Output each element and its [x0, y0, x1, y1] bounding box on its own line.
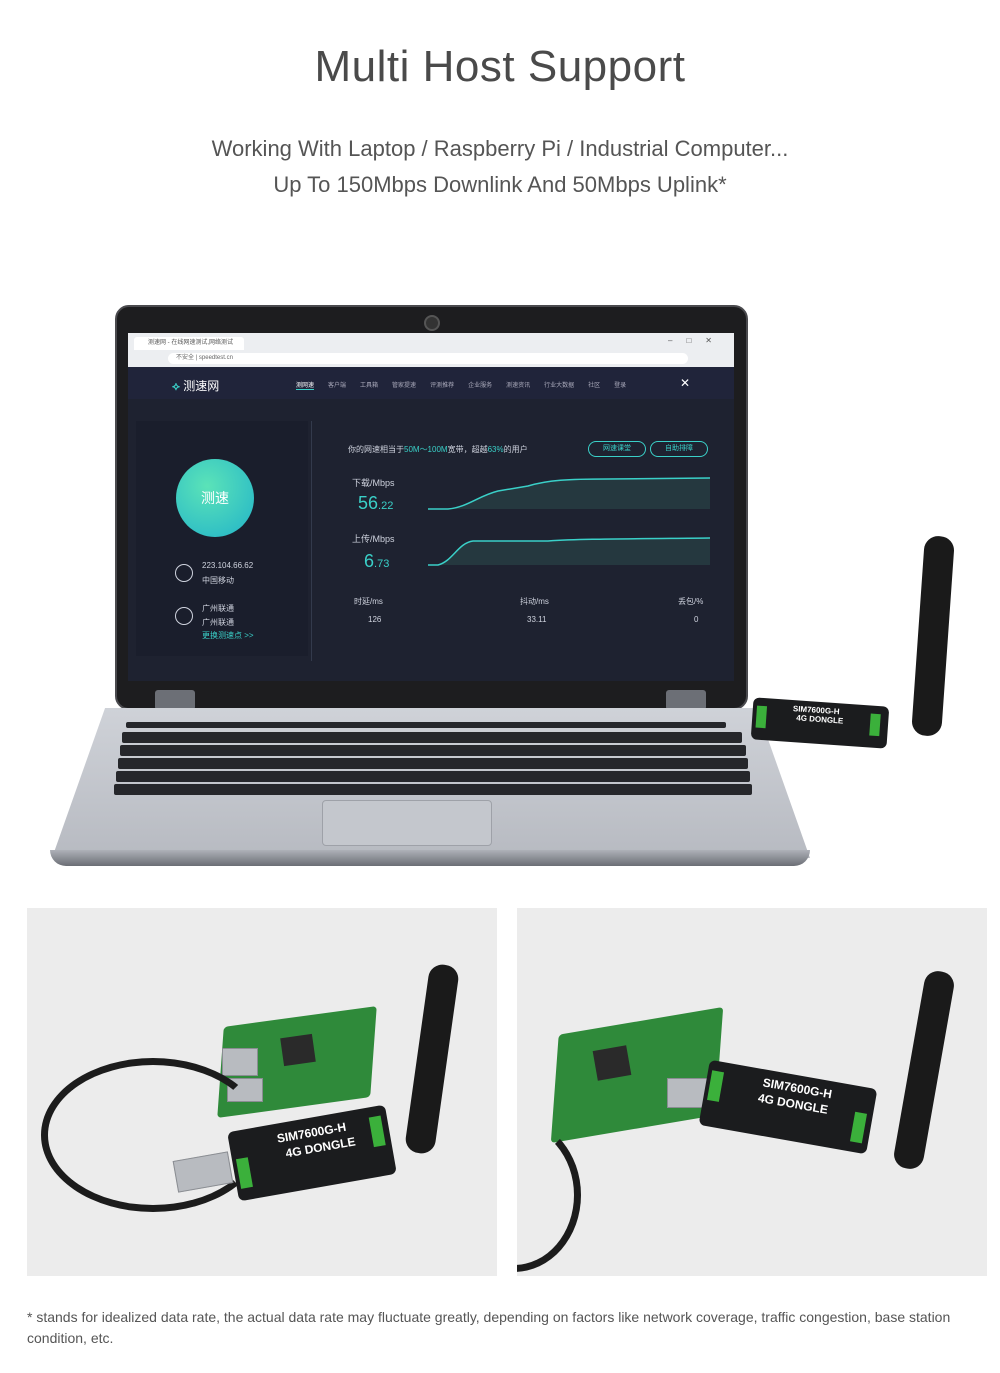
latency-value: 126	[368, 615, 382, 624]
usb-cable	[41, 1058, 265, 1212]
headline-text: 的用户	[503, 445, 528, 454]
headline-text: 宽带，超越	[447, 445, 488, 454]
logo-text: 测速网	[183, 379, 220, 393]
speed-class-button: 网速课堂	[588, 441, 646, 457]
antenna-icon	[403, 962, 461, 1156]
download-value: 56.22	[358, 493, 393, 514]
packet-loss-label: 丢包/%	[678, 597, 704, 606]
subtitle-hosts: Working With Laptop / Raspberry Pi / Ind…	[211, 136, 789, 161]
nav-item: 工具箱	[360, 383, 379, 389]
dongle-pi-2: SIM7600G-H 4G DONGLE	[698, 1059, 878, 1155]
panel-divider	[311, 421, 312, 661]
laptop-hinge	[666, 690, 706, 710]
server-isp: 广州联通	[202, 618, 234, 627]
browser-tab: 测速网 - 在线网速测试,网络测试	[134, 337, 244, 350]
nav-item: 测速资讯	[506, 383, 531, 389]
function-keys	[126, 722, 726, 728]
headline-text: 你的网速相当于	[348, 445, 404, 454]
upload-int: 6	[364, 551, 375, 571]
usb-label-bar	[755, 705, 768, 729]
address-bar: 不安全 | speedtest.cn	[168, 353, 688, 364]
speed-graphs	[428, 477, 711, 566]
nav-item: 管家提速	[392, 383, 417, 389]
nav-item: 登录	[614, 383, 627, 389]
keyboard-row	[120, 745, 746, 756]
close-icon: ✕	[680, 376, 691, 390]
isp-name: 中国移动	[202, 576, 234, 585]
packet-loss-value: 0	[694, 615, 699, 624]
footnote: * stands for idealized data rate, the ac…	[27, 1309, 951, 1346]
upload-line	[428, 537, 711, 566]
dongle-type: 4G DONGLE	[795, 713, 844, 726]
site-logo: ⟡ 测速网	[172, 377, 219, 394]
location-icon	[175, 564, 193, 582]
nav-item: 评测推荐	[430, 383, 455, 389]
ant-label-bar	[368, 1115, 386, 1148]
site-nav: 测网速 客户端 工具箱 管家提速 评测推荐 企业服务 测速资讯 行业大数据 社区 登录	[296, 380, 640, 390]
troubleshoot-button: 自助排障	[650, 441, 708, 457]
download-graph	[428, 478, 710, 509]
keyboard-row	[122, 732, 742, 743]
ant-label-bar	[869, 713, 881, 737]
laptop-touchpad	[322, 800, 492, 846]
usb-port	[222, 1048, 258, 1076]
antenna-icon	[911, 535, 955, 737]
subtitle-speed: Up To 150Mbps Downlink And 50Mbps Uplink…	[273, 172, 727, 197]
nav-item: 社区	[588, 383, 601, 389]
result-headline: 你的网速相当于50M～100M宽带，超越63%的用户	[348, 444, 528, 455]
usb-label-bar	[707, 1070, 725, 1102]
headline-range: 50M～100M	[404, 445, 448, 454]
laptop-hinge	[155, 690, 195, 710]
photo-raspberry-pi-cable: SIM7600G-H 4G DONGLE	[27, 908, 497, 1276]
jitter-value: 33.11	[527, 615, 547, 624]
nav-item: 行业大数据	[544, 383, 575, 389]
upload-value: 6.73	[364, 551, 389, 572]
cpu-chip	[592, 1045, 632, 1081]
logo-mark-icon: ⟡	[172, 379, 184, 393]
page-title: Multi Host Support	[314, 42, 686, 91]
keyboard-row	[116, 771, 750, 782]
cpu-chip	[280, 1033, 316, 1067]
nav-item: 测网速	[296, 383, 315, 390]
browser-chrome: 测速网 - 在线网速测试,网络测试 –□✕ 不安全 | speedtest.cn	[128, 333, 734, 367]
nav-item: 客户端	[328, 383, 347, 389]
dongle-laptop: SIM7600G-H 4G DONGLE	[750, 697, 890, 749]
ip-address: 223.104.66.62	[202, 561, 254, 570]
headline-percent: 63%	[487, 445, 504, 454]
download-dec: .22	[378, 500, 394, 512]
antenna-icon	[891, 968, 957, 1172]
webcam-icon	[424, 315, 440, 331]
latency-label: 时延/ms	[354, 597, 383, 606]
site-navbar	[128, 367, 734, 399]
speedtest-start-button	[176, 459, 254, 537]
photo-raspberry-pi-direct: SIM7600G-H 4G DONGLE	[517, 908, 987, 1276]
raspberry-pi-board	[550, 1006, 724, 1144]
speedtest-start-label: 测速	[201, 490, 229, 506]
usb-label-bar	[235, 1157, 253, 1189]
laptop-screen: 测速网 - 在线网速测试,网络测试 –□✕ 不安全 | speedtest.cn…	[128, 333, 734, 681]
jitter-label: 抖动/ms	[520, 597, 549, 606]
keyboard-row	[118, 758, 748, 769]
download-int: 56	[358, 493, 379, 513]
keyboard-row	[114, 784, 752, 795]
laptop-keyboard	[112, 716, 752, 795]
change-server-link: 更换测速点 >>	[202, 631, 254, 640]
upload-label: 上传/Mbps	[352, 534, 395, 544]
upload-graph	[428, 538, 710, 565]
ant-label-bar	[849, 1111, 868, 1144]
window-controls: –□✕	[668, 336, 726, 345]
laptop-base-edge	[50, 850, 810, 866]
power-cable	[517, 1118, 581, 1272]
nav-item: 企业服务	[468, 383, 493, 389]
upload-dec: .73	[374, 558, 390, 570]
download-label: 下载/Mbps	[352, 478, 395, 488]
download-line	[428, 477, 711, 510]
globe-icon	[175, 607, 193, 625]
server-name: 广州联通	[202, 604, 234, 613]
